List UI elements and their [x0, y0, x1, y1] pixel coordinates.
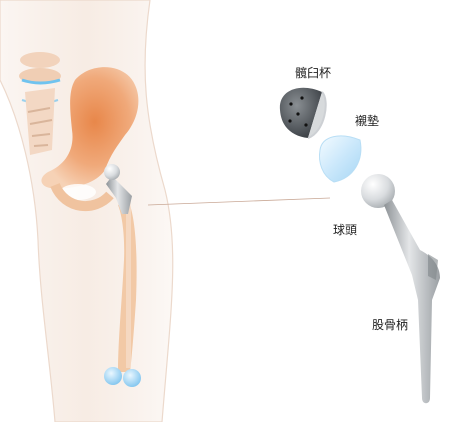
acetabular-cup-label: 髖臼杯 [295, 64, 331, 81]
femoral-stem [384, 200, 440, 403]
liner [320, 136, 361, 182]
pointer-line [148, 198, 330, 205]
femoral-stem-label: 股骨柄 [372, 316, 408, 333]
acetabular-cup [280, 88, 326, 138]
femoral-head-label: 球頭 [333, 221, 357, 238]
liner-label: 襯墊 [355, 112, 379, 129]
